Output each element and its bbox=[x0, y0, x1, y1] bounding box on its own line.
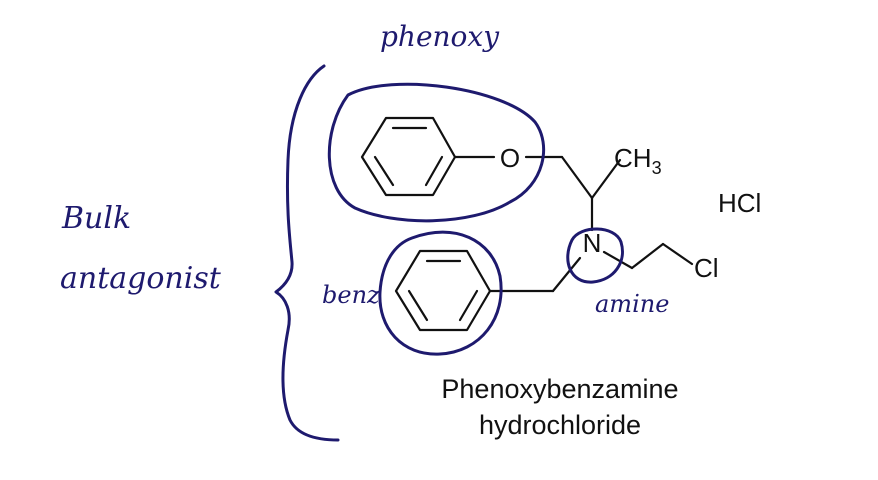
antagonist-annotation: antagonist bbox=[60, 261, 222, 296]
bulk-brace bbox=[274, 64, 340, 442]
benz-annotation: benz bbox=[322, 281, 380, 309]
benz-circle bbox=[378, 230, 503, 356]
oxygen-atom-label: O bbox=[500, 143, 520, 173]
nitrogen-atom-label: N bbox=[583, 228, 602, 258]
benzyl-benzene-ring bbox=[394, 249, 492, 332]
methyl-group-label: CH3 bbox=[614, 143, 662, 178]
chloro-atom-label: Cl bbox=[694, 253, 719, 283]
methyl-subscript: 3 bbox=[652, 158, 662, 178]
methyl-base-text: CH bbox=[614, 143, 652, 173]
phenoxy-benzene-ring bbox=[360, 116, 457, 197]
hcl-salt-label: HCl bbox=[718, 188, 761, 218]
phenoxy-circle bbox=[327, 82, 546, 223]
bulk-annotation: Bulk bbox=[61, 201, 131, 236]
amine-annotation: amine bbox=[595, 290, 669, 318]
compound-name-line-1: Phenoxybenzamine bbox=[441, 374, 679, 404]
phenoxy-annotation: phenoxy bbox=[380, 20, 500, 53]
amine-circle bbox=[566, 227, 624, 284]
compound-name-line-2: hydrochloride bbox=[478, 410, 642, 440]
